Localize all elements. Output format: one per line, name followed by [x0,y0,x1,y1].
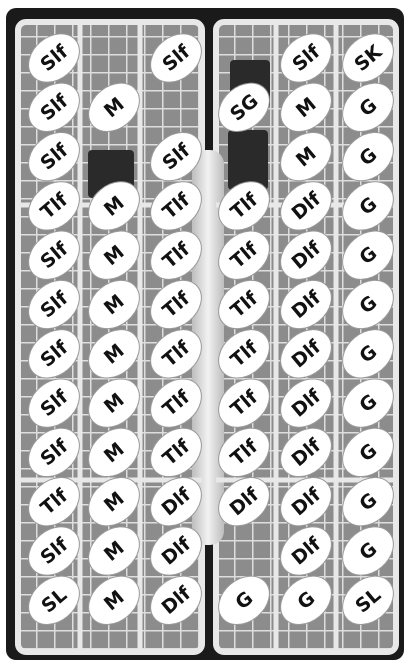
rack-illustration: SlfSlfSlfSKSlfMSGMGSlfSlfMGTlfMTlfTlfDlf… [0,0,408,666]
dishwasher-rack-photo: SlfSlfSlfSKSlfMSGMGSlfSlfMGTlfMTlfTlfDlf… [0,0,408,666]
